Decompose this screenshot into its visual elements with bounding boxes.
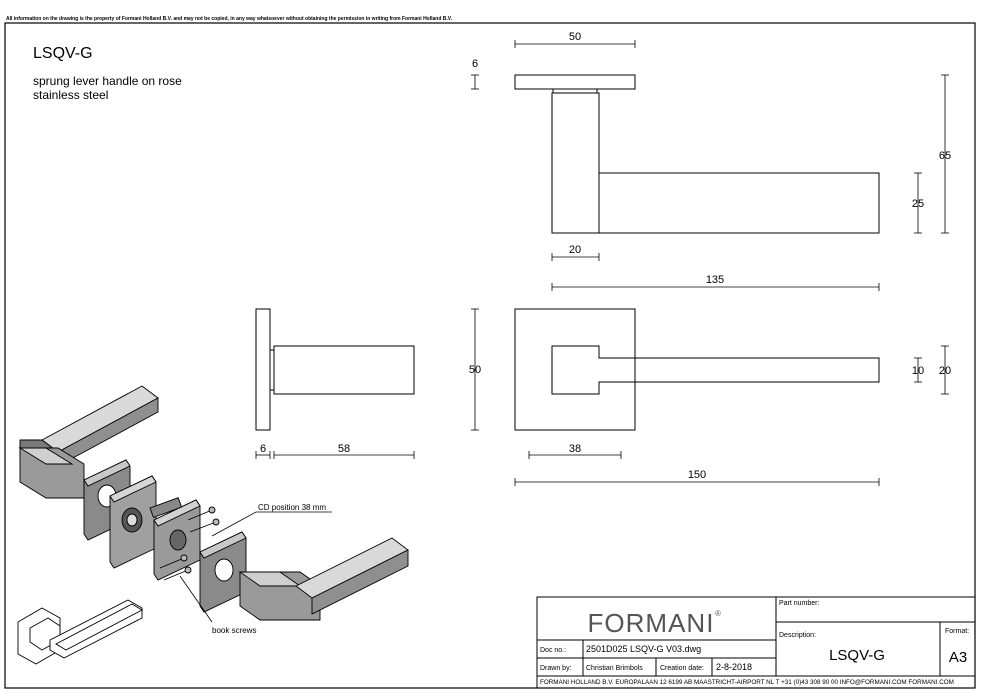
side-view-spacer xyxy=(269,349,275,391)
product-description-line2: stainless steel xyxy=(33,88,108,102)
exploded-left-lever xyxy=(18,385,159,499)
dim-label-lever-length: 135 xyxy=(706,274,724,286)
dimension-rose-width xyxy=(514,40,636,48)
disclaimer-text: All information on the drawing is the pr… xyxy=(6,16,453,22)
exploded-assembly-illustration xyxy=(18,385,409,623)
dim-label-total-height: 65 xyxy=(939,150,951,162)
dim-label-side-projection: 58 xyxy=(338,443,350,455)
dim-label-rose-height: 50 xyxy=(469,364,481,376)
dim-label-front-total-length: 150 xyxy=(688,469,706,481)
dimension-rose-height xyxy=(471,308,479,431)
dimension-side-projection xyxy=(273,451,415,459)
product-code: LSQV-G xyxy=(33,45,93,62)
dimension-lever-outer-width xyxy=(941,345,949,395)
doc-no-value: 2501D025 LSQV-G V03.dwg xyxy=(586,644,701,654)
part-number-label: Part number: xyxy=(779,600,820,607)
dimension-rose-thickness xyxy=(471,74,479,90)
dimension-front-neck-offset xyxy=(528,451,622,459)
description-label: Description: xyxy=(779,632,816,639)
top-view-elevation xyxy=(514,74,880,234)
format-label: Format: xyxy=(945,628,969,635)
top-view-rose xyxy=(514,74,636,90)
dim-label-rose-width: 50 xyxy=(569,31,581,43)
front-view-lever xyxy=(551,345,880,395)
brand-logo: FORMANI xyxy=(588,608,715,638)
dimension-total-height xyxy=(941,74,949,234)
doc-no-label: Doc no.: xyxy=(540,647,566,654)
dim-label-lever-height: 25 xyxy=(912,198,924,210)
dimension-lever-end-width xyxy=(914,357,922,383)
title-block-frame xyxy=(536,596,976,689)
dim-label-lever-outer-width: 20 xyxy=(939,365,951,377)
drawn-by-value: Christian Brimbols xyxy=(586,665,643,672)
description-value: LSQV-G xyxy=(829,647,885,664)
top-view-lever xyxy=(598,172,880,234)
drawn-by-label: Drawn by: xyxy=(540,665,572,672)
top-view-neck xyxy=(551,92,600,234)
exploded-inner-plates xyxy=(109,475,201,581)
exploded-screws xyxy=(159,506,220,581)
dim-label-side-rose-thickness: 6 xyxy=(260,443,266,455)
dim-label-neck-width: 20 xyxy=(569,244,581,256)
leader-cd-position xyxy=(211,511,257,537)
dimension-lever-height xyxy=(914,172,922,234)
dim-label-front-neck-offset: 38 xyxy=(569,443,581,455)
title-block-footer: FORMANI HOLLAND B.V. EUROPALAAN 12 6199 … xyxy=(540,679,954,686)
creation-date-value: 2-8-2018 xyxy=(716,662,752,672)
exploded-right-lever xyxy=(238,537,409,621)
top-view-rose-spacer xyxy=(552,88,598,94)
side-view xyxy=(255,308,415,431)
front-view xyxy=(514,308,880,431)
product-description-line1: sprung lever handle on rose xyxy=(33,74,182,88)
side-view-rose xyxy=(255,308,271,431)
front-view-rose xyxy=(514,308,636,431)
dimension-neck-width xyxy=(551,253,600,261)
dim-label-lever-end-width: 10 xyxy=(912,365,924,377)
dimension-front-total-length xyxy=(514,478,880,486)
brand-registered-mark: ® xyxy=(715,609,721,618)
leader-book-screws xyxy=(179,575,213,623)
dim-label-rose-thickness: 6 xyxy=(472,58,478,70)
thumbnail-handle-sketch xyxy=(17,599,143,665)
side-view-lever xyxy=(273,345,415,395)
creation-date-label: Creation date: xyxy=(660,665,704,672)
annotation-book-screws: book screws xyxy=(212,626,256,635)
format-value: A3 xyxy=(949,649,967,666)
dimension-side-rose-thickness xyxy=(255,451,271,459)
dimension-lever-length xyxy=(551,283,880,291)
drawing-border xyxy=(4,22,976,689)
exploded-right-rose xyxy=(199,531,247,613)
annotation-cd-position: CD position 38 mm xyxy=(258,503,326,512)
